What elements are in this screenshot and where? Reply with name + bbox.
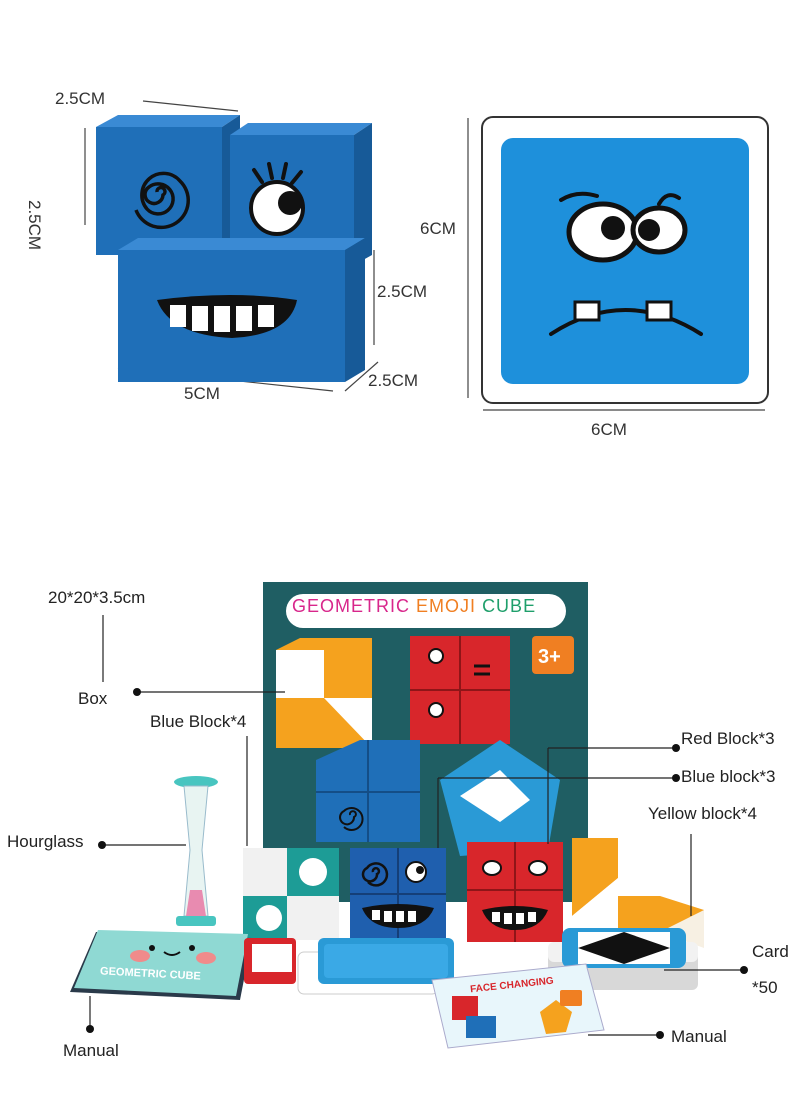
dim-line-depth — [344, 361, 379, 392]
dim-card-width: 6CM — [591, 420, 627, 439]
box-title-part-3: CUBE — [482, 596, 537, 616]
box-title-part-2: EMOJI — [416, 596, 477, 616]
manual-left-label: Manual — [63, 1041, 119, 1060]
face-card-front — [501, 138, 749, 384]
face-card — [481, 116, 769, 404]
dim-cube-height: 2.5CM — [25, 200, 44, 251]
dim-block-length: 5CM — [184, 384, 220, 403]
blue-block-3-label: Blue block*3 — [681, 767, 776, 786]
leader-hourglass-dot — [98, 841, 106, 849]
dim-cube-width: 2.5CM — [55, 89, 106, 108]
blue-block-4-label: Blue Block*4 — [150, 712, 247, 731]
red-block-3-label: Red Block*3 — [681, 729, 775, 748]
dim-block-height: 2.5CM — [377, 282, 428, 301]
blocks-dimension-illustration — [84, 100, 765, 411]
dim-block-depth: 2.5CM — [368, 371, 419, 390]
manual-sheet — [431, 963, 605, 1049]
yellow-block-4-label: Yellow block*4 — [648, 804, 757, 823]
spiral-icon — [134, 171, 190, 230]
loose-cards — [244, 938, 454, 995]
orange-white-blocks — [572, 838, 704, 948]
teeth-block — [118, 238, 365, 382]
manual-booklet — [70, 930, 252, 1000]
teal-white-blocks — [243, 848, 339, 940]
product-contents-photo — [70, 582, 748, 1049]
box-title-part-1: GEOMETRIC — [292, 596, 411, 616]
leader-manual-right-dot — [656, 1031, 664, 1039]
red-face-blocks — [467, 842, 563, 942]
leader-red-block-3-dot — [672, 744, 680, 752]
dim-card-height: 6CM — [420, 219, 456, 238]
box-label: Box — [78, 689, 108, 708]
box-title: GEOMETRIC EMOJI CUBE — [292, 596, 536, 617]
leader-manual-left-dot — [86, 1025, 94, 1033]
hourglass — [174, 776, 218, 926]
worried-face-icon — [549, 191, 703, 336]
manual-right-label: Manual — [671, 1027, 727, 1046]
leader-blue-block-3-dot — [672, 774, 680, 782]
blue-face-blocks — [350, 848, 446, 942]
leader-box-dot — [133, 688, 141, 696]
leader-card-dot — [740, 966, 748, 974]
age-badge: 3+ — [538, 646, 561, 668]
box-size-label: 20*20*3.5cm — [48, 588, 146, 607]
card-label: Card — [752, 942, 789, 961]
hourglass-label: Hourglass — [7, 832, 84, 851]
card-count-label: *50 — [752, 978, 778, 997]
card-deck — [548, 928, 698, 990]
spiral-cube — [96, 115, 240, 255]
dim-line-top — [142, 100, 239, 112]
